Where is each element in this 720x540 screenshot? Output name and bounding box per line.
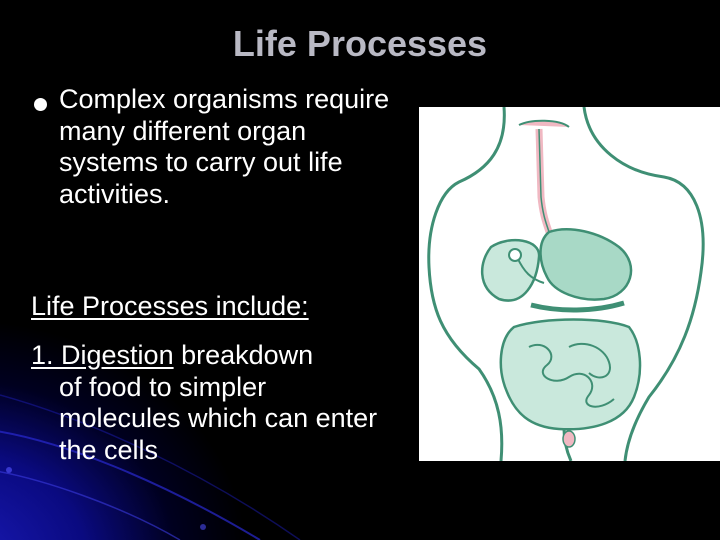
digestive-system-icon xyxy=(427,107,705,461)
list-item-digestion: 1. Digestion breakdown of food to simple… xyxy=(31,340,391,466)
bullet-dot xyxy=(34,98,47,111)
item-continuation: of food to simpler molecules which can e… xyxy=(59,371,378,465)
item-definition: breakdown xyxy=(181,340,314,370)
bullet-text: Complex organisms require many different… xyxy=(59,84,390,209)
digestive-system-figure xyxy=(419,107,720,461)
slide-title: Life Processes xyxy=(232,23,488,64)
item-term: 1. Digestion xyxy=(31,340,174,370)
list-subheading: Life Processes include: xyxy=(31,291,309,321)
